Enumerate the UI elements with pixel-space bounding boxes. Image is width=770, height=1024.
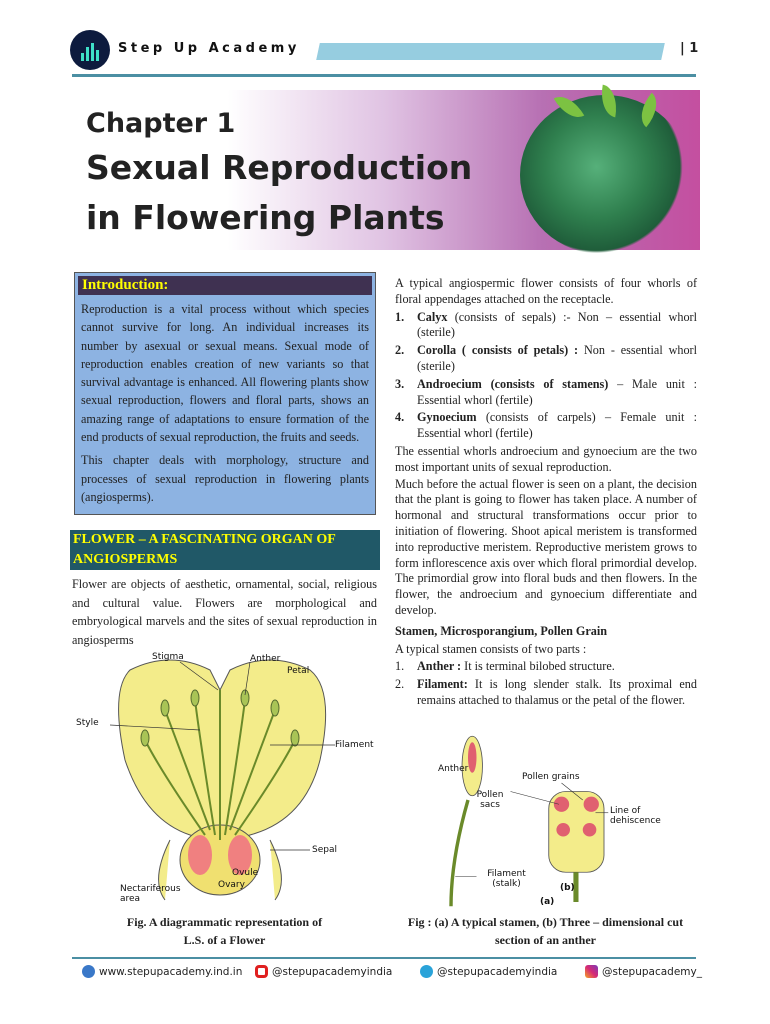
stamen-heading: Stamen, Microsporangium, Pollen Grain: [395, 623, 608, 638]
website-link[interactable]: www.stepupacademy.ind.in: [99, 965, 243, 978]
label-style: Style: [76, 718, 99, 728]
item-text: Non - essential whorl (sterile): [417, 343, 698, 373]
brand-name: Step Up Academy: [118, 41, 300, 56]
footer-youtube[interactable]: @stepupacademyindia: [255, 965, 392, 978]
label-nectariferous-area: Nectariferous area: [120, 884, 181, 904]
item-text: – Male unit : Essential whorl (fertile): [417, 376, 698, 407]
footer-divider: [72, 957, 696, 959]
item-number: 2.: [395, 677, 405, 692]
header-divider: [72, 74, 696, 77]
caption-line: L.S. of a Flower: [183, 933, 266, 947]
paragraph: A typical stamen consists of two parts :: [395, 641, 587, 656]
list-item: 3. Androecium (consists of stamens) – Mal…: [395, 377, 697, 409]
label-a: (a): [540, 897, 555, 907]
telegram-icon: [420, 965, 433, 978]
label-b: (b): [560, 883, 575, 893]
paragraph: Much before the actual flower is seen on…: [395, 476, 697, 617]
label-sepal: Sepal: [312, 845, 337, 855]
item-term: Calyx: [417, 309, 448, 324]
item-text: It is terminal bilobed structure.: [461, 659, 615, 674]
stamen-diagram: [449, 735, 609, 907]
item-number: 1.: [395, 309, 405, 324]
item-number: 4.: [395, 410, 405, 425]
item-term: Corolla ( consists of petals) :: [417, 343, 579, 358]
label-pollen-sacs: Pollen sacs: [476, 790, 504, 810]
introduction-box: Introduction: Reproduction is a vital pr…: [74, 272, 376, 515]
figure-caption: Fig : (a) A typical stamen, (b) Three – …: [393, 913, 698, 949]
item-number: 3.: [395, 376, 405, 391]
introduction-heading: Introduction:: [78, 276, 372, 295]
item-term: Filament:: [417, 677, 468, 692]
list-item: 2. Filament: It is long slender stalk. It…: [395, 677, 697, 709]
item-term: Androecium (consists of stamens): [417, 376, 609, 391]
item-text: (consists of sepals) :- Non – essential …: [417, 309, 697, 340]
label-stigma: Stigma: [152, 652, 184, 662]
list-item: 1. Calyx (consists of sepals) :- Non – es…: [395, 310, 697, 342]
label-anther: Anther: [250, 654, 281, 664]
caption-line: Fig. A diagrammatic representation of: [126, 915, 323, 929]
paragraph: A typical angiospermic flower consists o…: [395, 276, 697, 306]
footer-instagram[interactable]: @stepupacademy_: [585, 965, 702, 978]
stamen-parts-list: 1. Anther : It is terminal bilobed struct…: [395, 659, 697, 708]
list-item: 4. Gynoecium (consists of carpels) – Fema…: [395, 410, 697, 442]
academy-logo: [70, 30, 110, 70]
right-column: A typical angiospermic flower consists o…: [395, 276, 697, 711]
label-line-of-dehiscence: Line of dehiscence: [610, 806, 661, 826]
chapter-title-line1: Sexual Reproduction: [86, 148, 473, 187]
header-band: [316, 43, 665, 60]
paragraph: The essential whorls androecium and gyno…: [395, 443, 697, 474]
item-number: 1.: [395, 659, 405, 674]
introduction-paragraph: This chapter deals with morphology, stru…: [81, 453, 369, 504]
youtube-handle[interactable]: @stepupacademyindia: [272, 965, 393, 978]
telegram-handle[interactable]: @stepupacademyindia: [437, 965, 558, 978]
list-item: 1. Anther : It is terminal bilobed struct…: [395, 659, 697, 675]
whorl-list: 1. Calyx (consists of sepals) :- Non – es…: [395, 310, 697, 442]
introduction-paragraph: Reproduction is a vital process without …: [81, 302, 369, 445]
label-ovule: Ovule: [232, 868, 259, 878]
item-term: Gynoecium: [417, 410, 477, 425]
label-filament: Filament: [335, 740, 374, 750]
section-heading-flower: FLOWER – A FASCINATING ORGAN OF ANGIOSPE…: [70, 530, 380, 570]
chapter-title-line2: in Flowering Plants: [86, 198, 445, 237]
label-ovary: Ovary: [218, 880, 245, 890]
figure-caption: Fig. A diagrammatic representation of L.S…: [72, 913, 377, 949]
flower-paragraph: Flower are objects of aesthetic, ornamen…: [72, 577, 377, 647]
item-term: Anther :: [417, 659, 462, 674]
item-text: (consists of carpels) – Female unit : Es…: [417, 410, 697, 441]
flower-ls-diagram: [109, 659, 335, 901]
chapter-number: Chapter 1: [86, 108, 236, 139]
footer-telegram[interactable]: @stepupacademyindia: [420, 965, 557, 978]
label-anther: Anther: [438, 764, 469, 774]
label-petal: Petal: [287, 666, 310, 676]
youtube-icon: [255, 965, 268, 978]
footer-website[interactable]: www.stepupacademy.ind.in: [82, 965, 242, 978]
instagram-icon: [585, 965, 598, 978]
item-text: It is long slender stalk. Its proximal e…: [417, 677, 697, 707]
item-number: 2.: [395, 343, 405, 358]
instagram-handle[interactable]: @stepupacademy_: [602, 965, 702, 978]
caption-line: section of an anther: [495, 933, 596, 947]
list-item: 2. Corolla ( consists of petals) : Non - …: [395, 343, 697, 375]
label-pollen-grains: Pollen grains: [522, 772, 580, 782]
label-filament: Filament (stalk): [487, 869, 526, 889]
globe-icon: [82, 965, 95, 978]
page-number: | 1: [680, 41, 699, 56]
caption-line: Fig : (a) A typical stamen, (b) Three – …: [407, 915, 684, 929]
globe-illustration: [520, 95, 690, 255]
